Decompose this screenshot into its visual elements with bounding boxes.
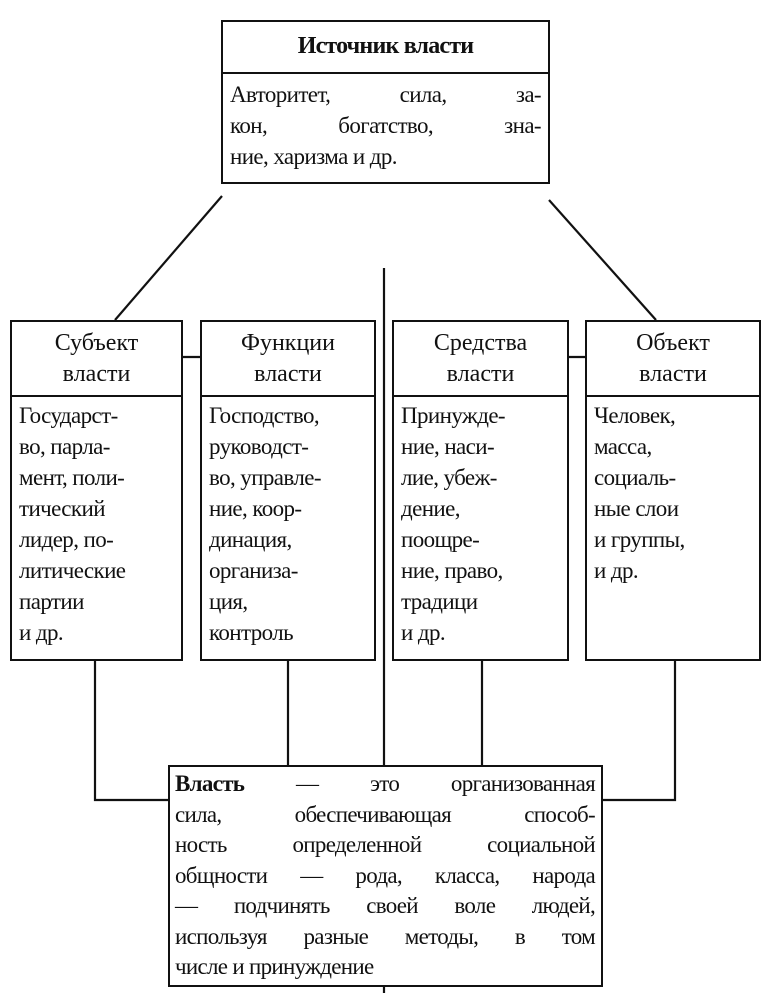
- box-text-line: Принужде-: [401, 403, 506, 428]
- definition-line: ность определенной социальной: [175, 832, 596, 857]
- line-object-to-definition: [602, 660, 677, 802]
- box-functions-title: Функции власти: [202, 322, 374, 397]
- box-text-line: ние, наси-: [401, 434, 495, 459]
- box-text-line: и др.: [19, 620, 64, 645]
- box-means-title: Средства власти: [394, 322, 567, 397]
- definition-line: общности — рода, класса, народа: [175, 862, 596, 888]
- box-title-line: власти: [639, 361, 707, 387]
- box-text-line: ние, коор-: [209, 496, 302, 521]
- definition-text: Власть — это организованная сила, обеспе…: [170, 767, 601, 983]
- definition-term: Власть: [175, 771, 245, 796]
- box-means-text: Принужде-ние, наси-лие, убеж-дение, поощр…: [394, 397, 567, 648]
- box-title-line: власти: [62, 361, 131, 387]
- source-text: Авторитет, сила, за- кон, богатство, зна…: [223, 74, 548, 172]
- box-text-line: дение,: [401, 496, 460, 521]
- box-text-line: и др.: [401, 620, 446, 645]
- box-text-line: динация,: [209, 527, 292, 552]
- box-functions-text: Господство, руководст-во, управле-ние, ко…: [202, 397, 374, 648]
- box-text-line: Человек,: [594, 403, 676, 428]
- box-text-line: тический: [19, 496, 106, 521]
- box-title-line: Объект: [636, 330, 710, 356]
- source-title: Источник власти: [223, 22, 548, 74]
- box-text-line: Государст-: [19, 403, 118, 428]
- box-text-line: поощре-: [401, 527, 480, 552]
- line-source-to-object: [548, 199, 657, 321]
- definition-line: числе и принуждение: [175, 954, 374, 979]
- box-text-line: лидер, по-: [19, 527, 114, 552]
- box-title-line: Субъект: [54, 330, 139, 356]
- box-text-line: и группы,: [594, 527, 685, 552]
- box-text-line: масса,: [594, 434, 652, 459]
- box-text-line: партии: [19, 589, 84, 614]
- box-text-line: организа-: [209, 558, 298, 583]
- box-subject-title: Субъект власти: [12, 322, 181, 397]
- box-text-line: ные слои: [594, 496, 679, 521]
- box-text-line: социаль-: [594, 465, 676, 490]
- definition-line: используя разные методы, в том: [175, 923, 596, 949]
- line-source-to-subject: [114, 195, 223, 321]
- box-text-line: литические: [19, 558, 126, 583]
- source-line: Авторитет, сила, за-: [230, 82, 542, 107]
- box-text-line: ция,: [209, 589, 248, 614]
- box-object-text: Человек, масса, социаль-ные слои и группы, и…: [587, 397, 759, 586]
- box-text-line: лие, убеж-: [401, 465, 497, 490]
- box-title-line: власти: [254, 361, 322, 387]
- box-title-line: власти: [446, 361, 515, 387]
- box-text-line: ние, право,: [401, 558, 503, 583]
- line-subject-to-definition: [93, 660, 168, 802]
- box-text-line: Господство,: [209, 403, 320, 428]
- box-text-line: во, управле-: [209, 465, 322, 490]
- box-subject-text: Государст-во, парла-мент, поли-тический л…: [12, 397, 181, 648]
- source-box: Источник власти Авторитет, сила, за- кон…: [221, 20, 550, 184]
- definition-line-rest: — это организованная: [296, 771, 596, 796]
- box-object-title: Объект власти: [587, 322, 759, 397]
- box-text-line: традици: [401, 589, 478, 614]
- box-title-line: Функции: [241, 330, 335, 356]
- definition-line: — подчинять своей воле людей,: [175, 893, 596, 918]
- box-title-line: Средства: [433, 330, 528, 356]
- box-text-line: контроль: [209, 620, 294, 645]
- definition-line: сила, обеспечивающая способ-: [175, 801, 596, 827]
- box-text-line: и др.: [594, 558, 639, 583]
- box-text-line: руководст-: [209, 434, 309, 459]
- source-line: кон, богатство, зна-: [230, 113, 542, 138]
- definition-box: Власть — это организованная сила, обеспе…: [168, 765, 603, 987]
- definition-line: Власть — это организованная: [175, 769, 596, 800]
- box-text-line: мент, поли-: [19, 465, 125, 490]
- box-text-line: во, парла-: [19, 434, 110, 459]
- source-line: ние, харизма и др.: [230, 144, 397, 169]
